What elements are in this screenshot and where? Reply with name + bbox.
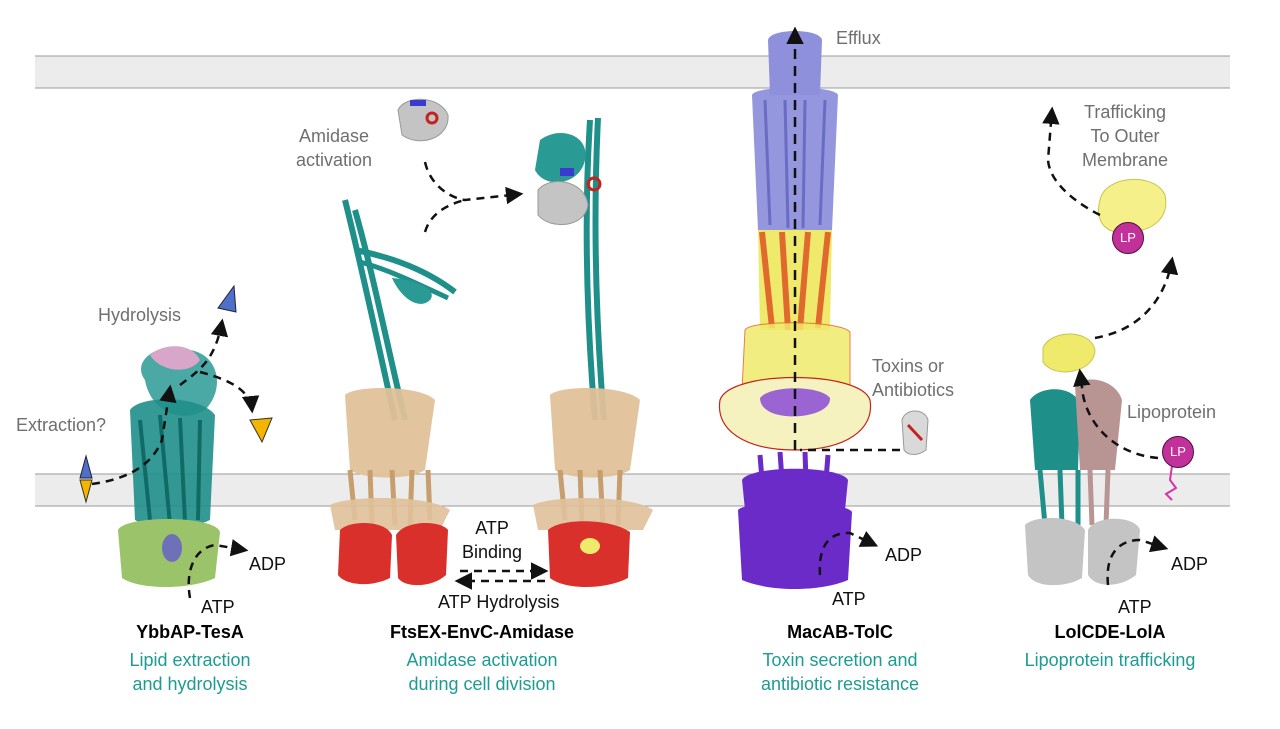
complex-title-ftsex: FtsEX-EnvC-Amidase [389,622,575,642]
label-lipoprotein: Lipoprotein [1127,402,1217,422]
label-toxins-line2: Antibiotics [872,380,955,400]
lipid-substrate-blue-icon [79,454,93,479]
complex-title-lolcde: LolCDE-LolA [1054,622,1166,642]
label-atp-macab: ATP [832,589,866,609]
complex-desc-ftsex-line1: Amidase activation [406,650,558,670]
free-amidase-structure [397,98,449,142]
lp-badge-membrane: LP [1162,436,1194,468]
label-trafficking: Trafficking To Outer Membrane [1082,100,1168,172]
lola-lp-structure [1098,178,1167,233]
label-trafficking-line3: Membrane [1082,150,1169,170]
label-adp-macab: ADP [885,545,923,565]
label-hydrolysis: Hydrolysis [98,305,182,325]
ybbap-tesa-structure [118,346,220,587]
label-amidase-line1: Amidase [299,126,370,146]
toxin-molecule [901,410,929,455]
ftsex-envc-structure-inactive [330,199,457,586]
macab-arrows [786,26,900,576]
label-toxins: Toxins or Antibiotics [872,354,954,402]
label-adp-lolcde: ADP [1171,554,1209,574]
label-amidase-line2: activation [296,150,373,170]
complex-desc-lolcde: Lipoprotein trafficking [1000,648,1220,672]
label-atp-binding: ATP Binding [462,516,522,564]
lipid-substrate-yellow-icon [79,479,93,504]
outer-membrane [35,55,1230,89]
amidase-arrows [423,161,549,590]
complex-desc-ybbap-line2: and hydrolysis [132,674,248,694]
lp-badge-lola: LP [1112,222,1144,254]
complex-desc-lolcde-line1: Lipoprotein trafficking [1024,650,1196,670]
lolcde-lola-structure [1025,333,1140,586]
complex-desc-ftsex-line2: during cell division [408,674,556,694]
hydrolysis-product-yellow-icon [249,417,273,444]
label-amidase-activation: Amidase activation [296,124,372,172]
inner-membrane [35,473,1230,507]
ybbap-arrows [91,318,260,599]
label-atp-ybbap: ATP [201,597,235,617]
complex-desc-macab-line1: Toxin secretion and [762,650,918,670]
complex-desc-ybbap-tesa: Lipid extraction and hydrolysis [80,648,300,696]
complex-desc-macab: Toxin secretion and antibiotic resistanc… [730,648,950,696]
label-atp-binding-line2: Binding [462,542,523,562]
complex-title-ybbap-tesa: YbbAP-TesA [136,622,244,642]
label-extraction: Extraction? [16,415,107,435]
complex-title-macab: MacAB-TolC [787,622,893,642]
label-trafficking-line2: To Outer [1090,126,1160,146]
label-efflux: Efflux [836,28,881,48]
complex-desc-macab-line2: antibiotic resistance [760,674,920,694]
lipoprotein-anchor [1164,465,1178,501]
lolcde-arrows [1042,106,1179,586]
ftsex-envc-amidase-structure-active [533,117,653,587]
label-trafficking-line1: Trafficking [1084,102,1167,122]
label-atp-binding-line1: ATP [475,518,509,538]
label-atp-lolcde: ATP [1118,597,1152,617]
hydrolysis-product-blue-icon [217,284,237,313]
complex-desc-ybbap-line1: Lipid extraction [129,650,251,670]
complex-desc-ftsex: Amidase activation during cell division [362,648,602,696]
label-atp-hydrolysis: ATP Hydrolysis [438,592,560,612]
label-toxins-line1: Toxins or [872,356,945,376]
label-adp-ybbap: ADP [249,554,287,574]
